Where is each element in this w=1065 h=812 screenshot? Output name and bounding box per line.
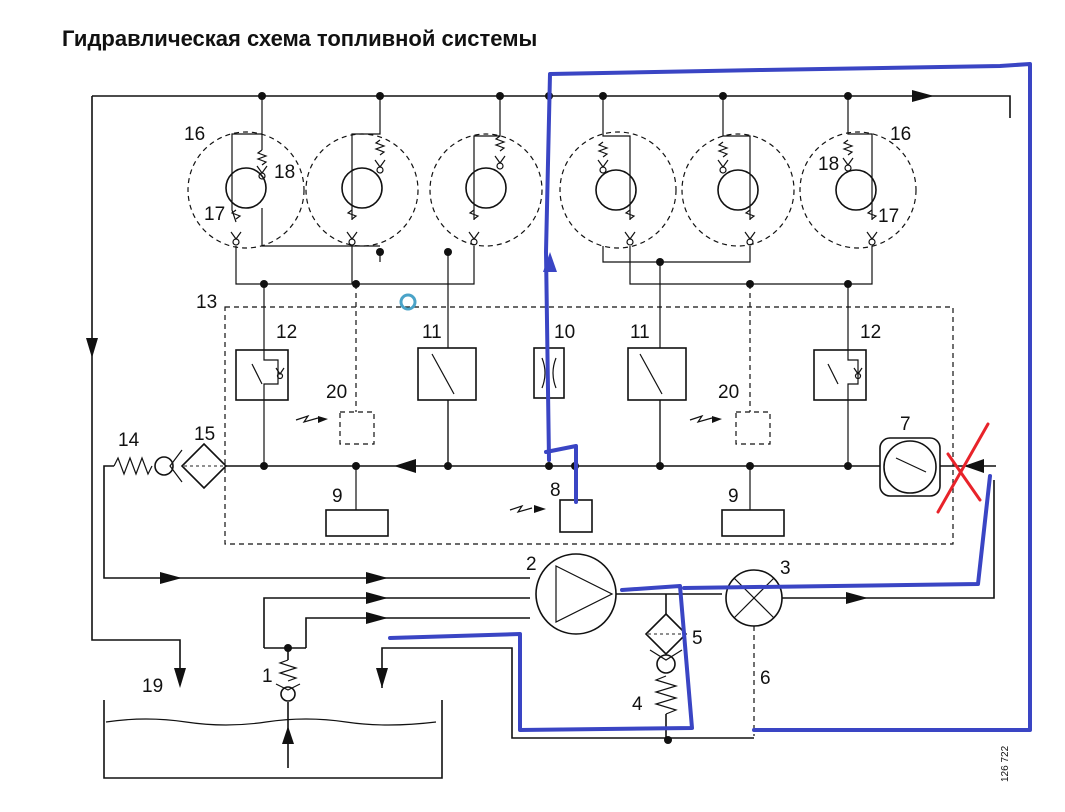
label-16: 16 (184, 124, 205, 145)
label-4: 4 (632, 694, 643, 715)
loading-icon (399, 293, 417, 311)
red-cross-mark (936, 422, 990, 514)
injector-unit (305, 96, 419, 256)
label-8: 8 (550, 480, 561, 501)
filter (180, 442, 228, 490)
injector-unit (559, 96, 677, 249)
label-20: 20 (718, 382, 739, 403)
pressure-gauge (879, 437, 996, 497)
control-unit-boundary (224, 306, 954, 545)
check-valve (103, 449, 530, 584)
label-11: 11 (630, 322, 650, 343)
label-18: 18 (818, 154, 839, 175)
label-2: 2 (526, 554, 537, 575)
blue-annotation (388, 62, 1032, 732)
injector-unit (429, 96, 543, 256)
component-9 (721, 509, 785, 537)
top-return-line (86, 90, 1011, 688)
shutoff-valve (725, 480, 995, 736)
label-14: 14 (118, 430, 140, 451)
label-12: 12 (276, 322, 297, 343)
injector-units (187, 96, 917, 256)
component-9 (325, 509, 389, 537)
label-3: 3 (780, 558, 791, 579)
temperature-sensor (509, 499, 593, 533)
component-labels: 1 2 3 4 5 6 7 8 9 9 10 11 11 12 12 13 14… (118, 124, 1011, 782)
pressure-valve (813, 349, 867, 466)
injector-unit (799, 96, 917, 249)
label-16: 16 (890, 124, 911, 145)
label-11: 11 (422, 322, 442, 343)
pressure-valve (235, 349, 289, 466)
page-title: Гидравлическая схема топливной системы (62, 26, 538, 51)
label-10: 10 (554, 322, 575, 343)
fuel-tank (103, 644, 754, 779)
label-9: 9 (332, 486, 343, 507)
label-5: 5 (692, 628, 703, 649)
label-19: 19 (142, 676, 163, 697)
prefilter (644, 594, 688, 744)
injector-unit (187, 96, 380, 249)
label-18: 18 (274, 162, 295, 183)
label-6: 6 (760, 668, 771, 689)
label-15: 15 (194, 424, 215, 445)
injector-unit (681, 96, 795, 247)
label-7: 7 (900, 414, 911, 435)
label-17: 17 (878, 206, 899, 227)
fuel-pump (263, 553, 722, 648)
figure-id: 126 722 (1000, 745, 1011, 782)
label-20: 20 (326, 382, 347, 403)
label-12: 12 (860, 322, 881, 343)
solenoid-valve (627, 347, 687, 466)
sensor (295, 411, 375, 445)
label-9: 9 (728, 486, 739, 507)
label-13: 13 (196, 292, 217, 313)
sensor (689, 411, 771, 445)
label-1: 1 (262, 666, 273, 687)
label-17: 17 (204, 204, 225, 225)
solenoid-valve (417, 347, 477, 466)
